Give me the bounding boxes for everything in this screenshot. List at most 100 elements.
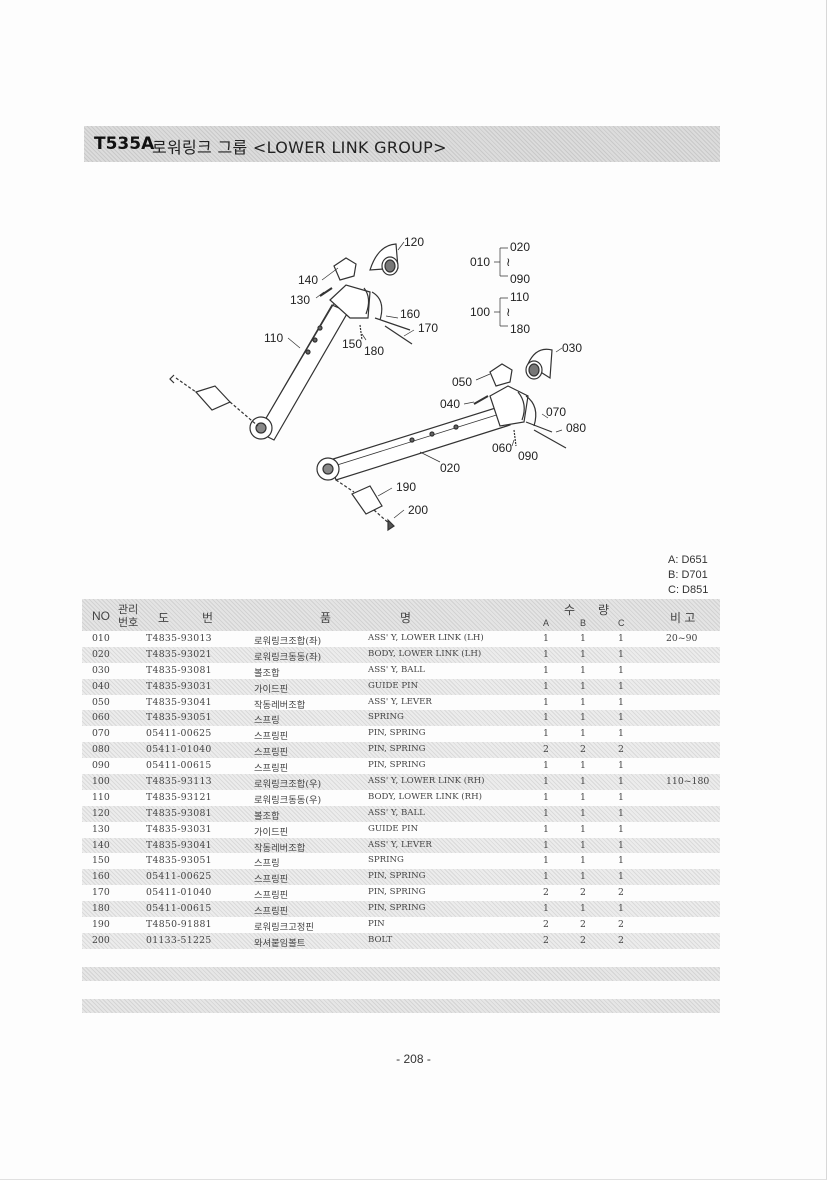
header-name-1: 품 (320, 611, 332, 625)
drawing-number: 05411-01040 (146, 887, 212, 899)
korean-name: 가이드핀 (254, 826, 289, 838)
qty-b: 1 (580, 871, 586, 883)
qty-b: 1 (580, 664, 586, 676)
drawing-number: T4835-93051 (146, 855, 212, 867)
english-name: GUIDE PIN (368, 680, 419, 691)
variant-b: B: D701 (668, 569, 708, 581)
qty-b: 1 (580, 696, 586, 708)
callout-label: 030 (562, 341, 582, 355)
exploded-parts-diagram: 120 140 130 110 160 170 150 180 010 020 … (169, 235, 586, 532)
row-no: 200 (92, 934, 110, 946)
qty-c: 1 (618, 696, 624, 708)
drawing-number: T4835-93013 (146, 633, 212, 644)
qty-a: 2 (543, 887, 549, 899)
qty-a: 1 (543, 903, 549, 915)
qty-b: 1 (580, 839, 586, 851)
qty-b: 1 (580, 791, 586, 803)
drawing-number: T4835-93031 (146, 680, 212, 692)
row-no: 120 (92, 807, 110, 819)
qty-c: 1 (618, 680, 624, 692)
qty-a: 1 (543, 760, 549, 772)
callout-label: 050 (452, 375, 472, 389)
qty-c: 1 (618, 839, 624, 851)
qty-a: 1 (543, 680, 549, 692)
header-col-c: C (618, 618, 625, 628)
qty-a: 1 (543, 633, 549, 644)
english-name: ASS' Y, LEVER (368, 696, 432, 707)
korean-name: 스프링 (254, 715, 280, 727)
drawing-number: T4835-93031 (146, 823, 212, 835)
qty-b: 1 (580, 760, 586, 772)
english-name: PIN, SPRING (368, 728, 426, 739)
english-name: PIN, SPRING (368, 871, 426, 882)
qty-a: 1 (543, 776, 549, 788)
model-variant-legend: A: D651 B: D701 C: D851 (668, 553, 708, 598)
drawing-number: T4835-93121 (146, 791, 212, 803)
callout-label: 120 (404, 235, 424, 249)
qty-a: 1 (543, 839, 549, 851)
english-name: PIN, SPRING (368, 903, 426, 914)
drawing-number: T4835-93051 (146, 712, 212, 724)
qty-b: 1 (580, 903, 586, 915)
callout-label: 090 (510, 272, 530, 286)
qty-c: 1 (618, 760, 624, 772)
row-no: 110 (92, 791, 110, 803)
callout-label: 160 (400, 307, 420, 321)
qty-c: 2 (618, 744, 624, 756)
callout-label: 180 (364, 344, 384, 358)
qty-c: 1 (618, 871, 624, 883)
section-code: T535A (94, 134, 155, 154)
row-no: 160 (92, 871, 110, 883)
qty-a: 1 (543, 664, 549, 676)
qty-a: 2 (543, 744, 549, 756)
qty-b: 1 (580, 680, 586, 692)
qty-c: 1 (618, 855, 624, 867)
english-name: ASS' Y, LOWER LINK (RH) (368, 776, 485, 787)
remark: 20~90 (666, 633, 698, 644)
english-name: ASS' Y, BALL (368, 807, 425, 818)
qty-a: 2 (543, 919, 549, 931)
english-name: SPRING (368, 712, 404, 723)
lower-link-rh-drawing (316, 348, 567, 532)
qty-c: 1 (618, 823, 624, 835)
drawing-number: T4850-91881 (146, 919, 212, 931)
row-no: 170 (92, 887, 110, 899)
drawing-number: T4835-93113 (146, 776, 212, 788)
drawing-number: T4835-93041 (146, 696, 212, 708)
qty-b: 1 (580, 807, 586, 819)
callout-label: 110 (264, 331, 283, 345)
qty-c: 1 (618, 903, 624, 915)
qty-b: 1 (580, 855, 586, 867)
drawing-number: 05411-00615 (146, 760, 212, 772)
english-name: GUIDE PIN (368, 823, 419, 834)
drawing-number: T4835-93041 (146, 839, 212, 851)
english-name: BODY, LOWER LINK (RH) (368, 791, 482, 802)
row-no: 050 (92, 696, 110, 708)
english-name: PIN, SPRING (368, 887, 426, 898)
callout-label: 130 (290, 293, 310, 307)
callout-label: 150 (342, 337, 362, 351)
row-no: 020 (92, 648, 110, 660)
row-no: 080 (92, 744, 110, 756)
header-col-b: B (580, 618, 587, 628)
english-name: PIN, SPRING (368, 760, 426, 771)
page-number: - 208 - (396, 1052, 431, 1066)
header-qty-1: 수 (564, 603, 576, 617)
korean-name: 로워링크조합(우) (254, 779, 322, 791)
qty-b: 1 (580, 728, 586, 740)
callout-label: 020 (510, 240, 530, 254)
korean-name: 작동레버조합 (254, 699, 306, 711)
